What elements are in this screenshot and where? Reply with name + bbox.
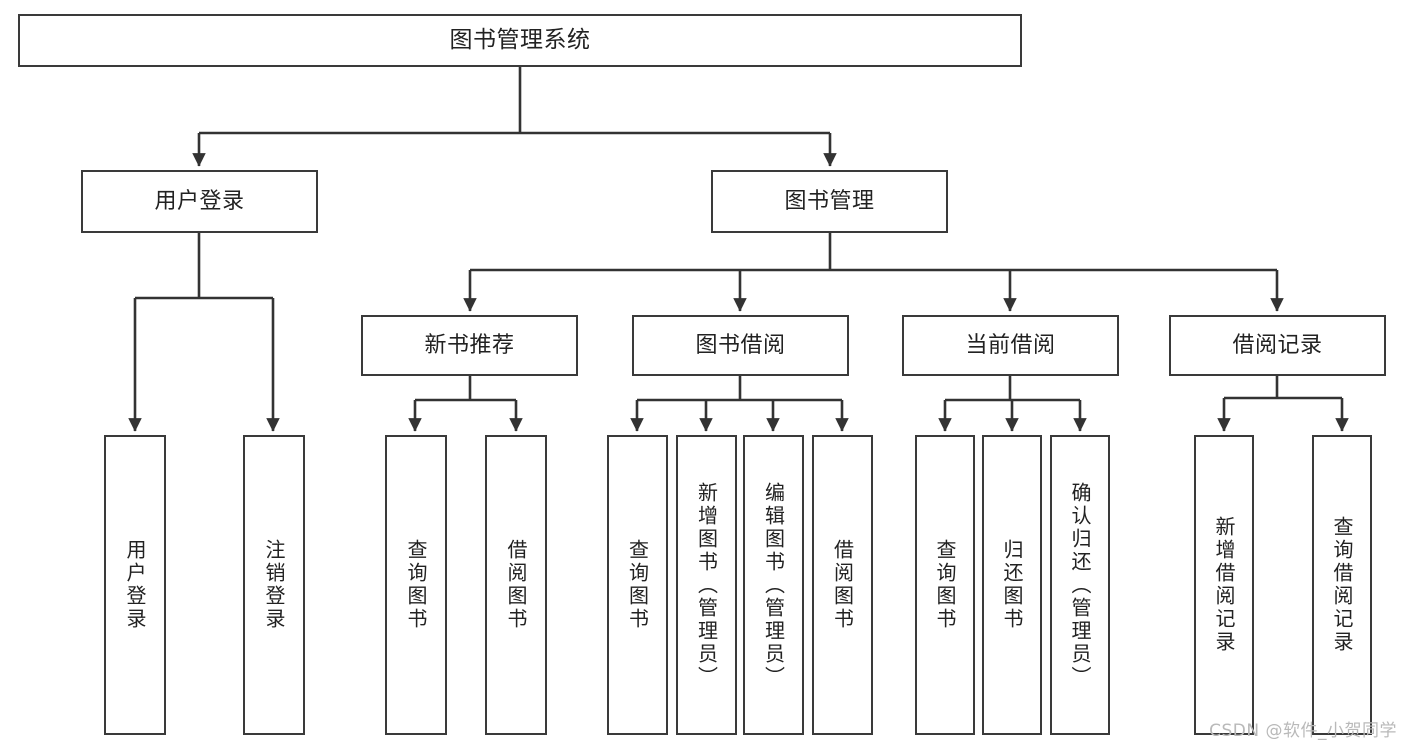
node-book-borrow[interactable]: 图书借阅 [632,315,849,376]
node-label: 新增借阅记录 [1212,516,1236,654]
node-label: 用户登录 [154,188,245,214]
node-new-book-recommend[interactable]: 新书推荐 [361,315,578,376]
node-label: 确认归还（管理员） [1068,481,1092,689]
node-leaf-return-book[interactable]: 归还图书 [982,435,1042,735]
node-label: 查询借阅记录 [1330,516,1354,654]
node-book-manage[interactable]: 图书管理 [711,170,948,233]
node-leaf-borrow-book[interactable]: 借阅图书 [812,435,873,735]
node-leaf-edit-book[interactable]: 编辑图书（管理员） [743,435,804,735]
node-leaf-query-book-current[interactable]: 查询图书 [915,435,975,735]
node-label: 借阅图书 [830,539,855,631]
node-current-borrow[interactable]: 当前借阅 [902,315,1119,376]
node-root-system[interactable]: 图书管理系统 [18,14,1022,67]
node-label: 新增图书（管理员） [694,481,719,689]
node-label: 图书借阅 [695,332,786,358]
node-label: 借阅记录 [1232,332,1323,358]
node-leaf-add-borrow-record[interactable]: 新增借阅记录 [1194,435,1254,735]
node-label: 当前借阅 [965,332,1056,358]
node-leaf-add-book[interactable]: 新增图书（管理员） [676,435,737,735]
node-user-login[interactable]: 用户登录 [81,170,318,233]
node-label: 编辑图书（管理员） [761,481,786,689]
node-leaf-borrow-book-recommend[interactable]: 借阅图书 [485,435,547,735]
node-label: 用户登录 [123,539,147,631]
node-label: 查询图书 [933,539,957,631]
node-label: 图书管理 [784,188,875,214]
node-leaf-query-borrow-record[interactable]: 查询借阅记录 [1312,435,1372,735]
node-label: 查询图书 [625,539,650,631]
node-leaf-query-book-borrow[interactable]: 查询图书 [607,435,668,735]
node-label: 图书管理系统 [449,26,591,53]
node-label: 查询图书 [404,539,428,631]
node-leaf-logout-login[interactable]: 注销登录 [243,435,305,735]
node-leaf-user-login[interactable]: 用户登录 [104,435,166,735]
node-label: 新书推荐 [424,332,515,358]
node-borrow-record[interactable]: 借阅记录 [1169,315,1386,376]
node-label: 归还图书 [1000,539,1024,631]
node-label: 注销登录 [262,539,286,631]
node-label: 借阅图书 [504,539,528,631]
node-leaf-query-book-recommend[interactable]: 查询图书 [385,435,447,735]
node-leaf-confirm-return[interactable]: 确认归还（管理员） [1050,435,1110,735]
